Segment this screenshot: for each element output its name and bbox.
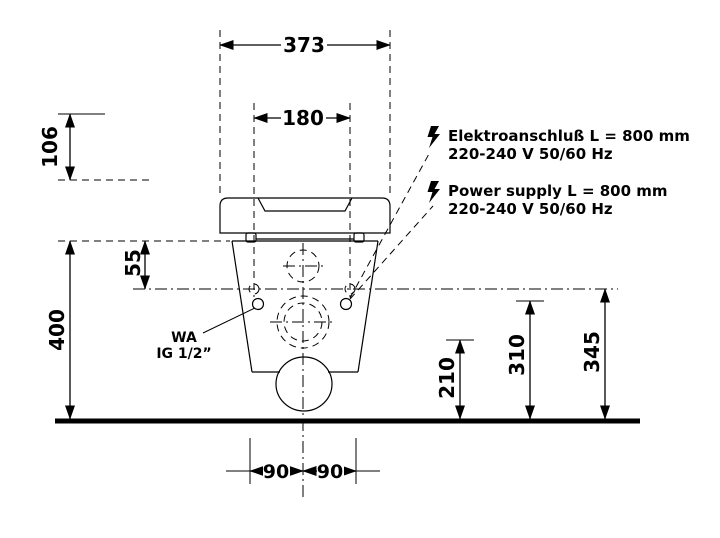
dim-90-right: 90 xyxy=(302,460,380,483)
electrical-note-en: Power supply L = 800 mm 220-240 V 50/60 … xyxy=(427,181,668,218)
lightning-icon xyxy=(427,126,440,148)
dim-345: 345 xyxy=(580,288,611,420)
water-note-line1: WA xyxy=(171,330,197,346)
dim-310: 310 xyxy=(505,300,536,420)
internal-details xyxy=(248,249,356,349)
drain-circle-outer xyxy=(276,295,330,349)
electrical-note-de: Elektroanschluß L = 800 mm 220-240 V 50/… xyxy=(427,126,690,163)
dim-label-90-right: 90 xyxy=(317,461,343,483)
electrical-note-de-line1: Elektroanschluß L = 800 mm xyxy=(448,127,690,145)
lid-notch xyxy=(257,197,353,212)
dim-400: 400 xyxy=(45,240,76,420)
fixing-hole-left xyxy=(248,283,260,295)
electrical-note-en-line2: 220-240 V 50/60 Hz xyxy=(448,200,613,218)
seat-hinge-left xyxy=(245,232,257,243)
water-connection-point xyxy=(251,297,265,311)
electrical-note-en-line1: Power supply L = 800 mm xyxy=(448,182,668,200)
power-leader-lower xyxy=(349,205,434,300)
toilet-body xyxy=(231,240,379,412)
dim-label-90-left: 90 xyxy=(263,461,289,483)
dim-label-373: 373 xyxy=(283,33,325,57)
power-connection-point xyxy=(339,297,353,311)
dim-label-400: 400 xyxy=(45,309,69,351)
extension-lines xyxy=(58,30,544,484)
dim-180: 180 xyxy=(253,106,351,130)
dim-label-55: 55 xyxy=(121,249,145,277)
dim-label-310: 310 xyxy=(505,334,529,376)
dim-373: 373 xyxy=(219,32,391,57)
water-note-line2: IG 1/2” xyxy=(156,346,211,362)
toilet-lid xyxy=(219,197,391,243)
water-connection-note: WA IG 1/2” xyxy=(156,330,211,362)
dim-210: 210 xyxy=(435,339,466,420)
fixing-hole-right xyxy=(344,283,356,295)
dim-label-345: 345 xyxy=(580,331,604,373)
dim-label-210: 210 xyxy=(435,357,459,399)
dim-106: 106 xyxy=(38,113,76,181)
seat-hinge-right xyxy=(353,232,365,243)
dim-55: 55 xyxy=(121,240,151,290)
lightning-icon xyxy=(427,181,440,203)
dim-label-106: 106 xyxy=(38,126,62,168)
electrical-note-de-line2: 220-240 V 50/60 Hz xyxy=(448,145,613,163)
dim-label-180: 180 xyxy=(282,106,324,130)
wa-leader xyxy=(202,307,256,334)
power-leader-upper xyxy=(349,151,431,299)
drain-outline xyxy=(275,356,333,412)
dim-90-left: 90 xyxy=(226,460,304,483)
